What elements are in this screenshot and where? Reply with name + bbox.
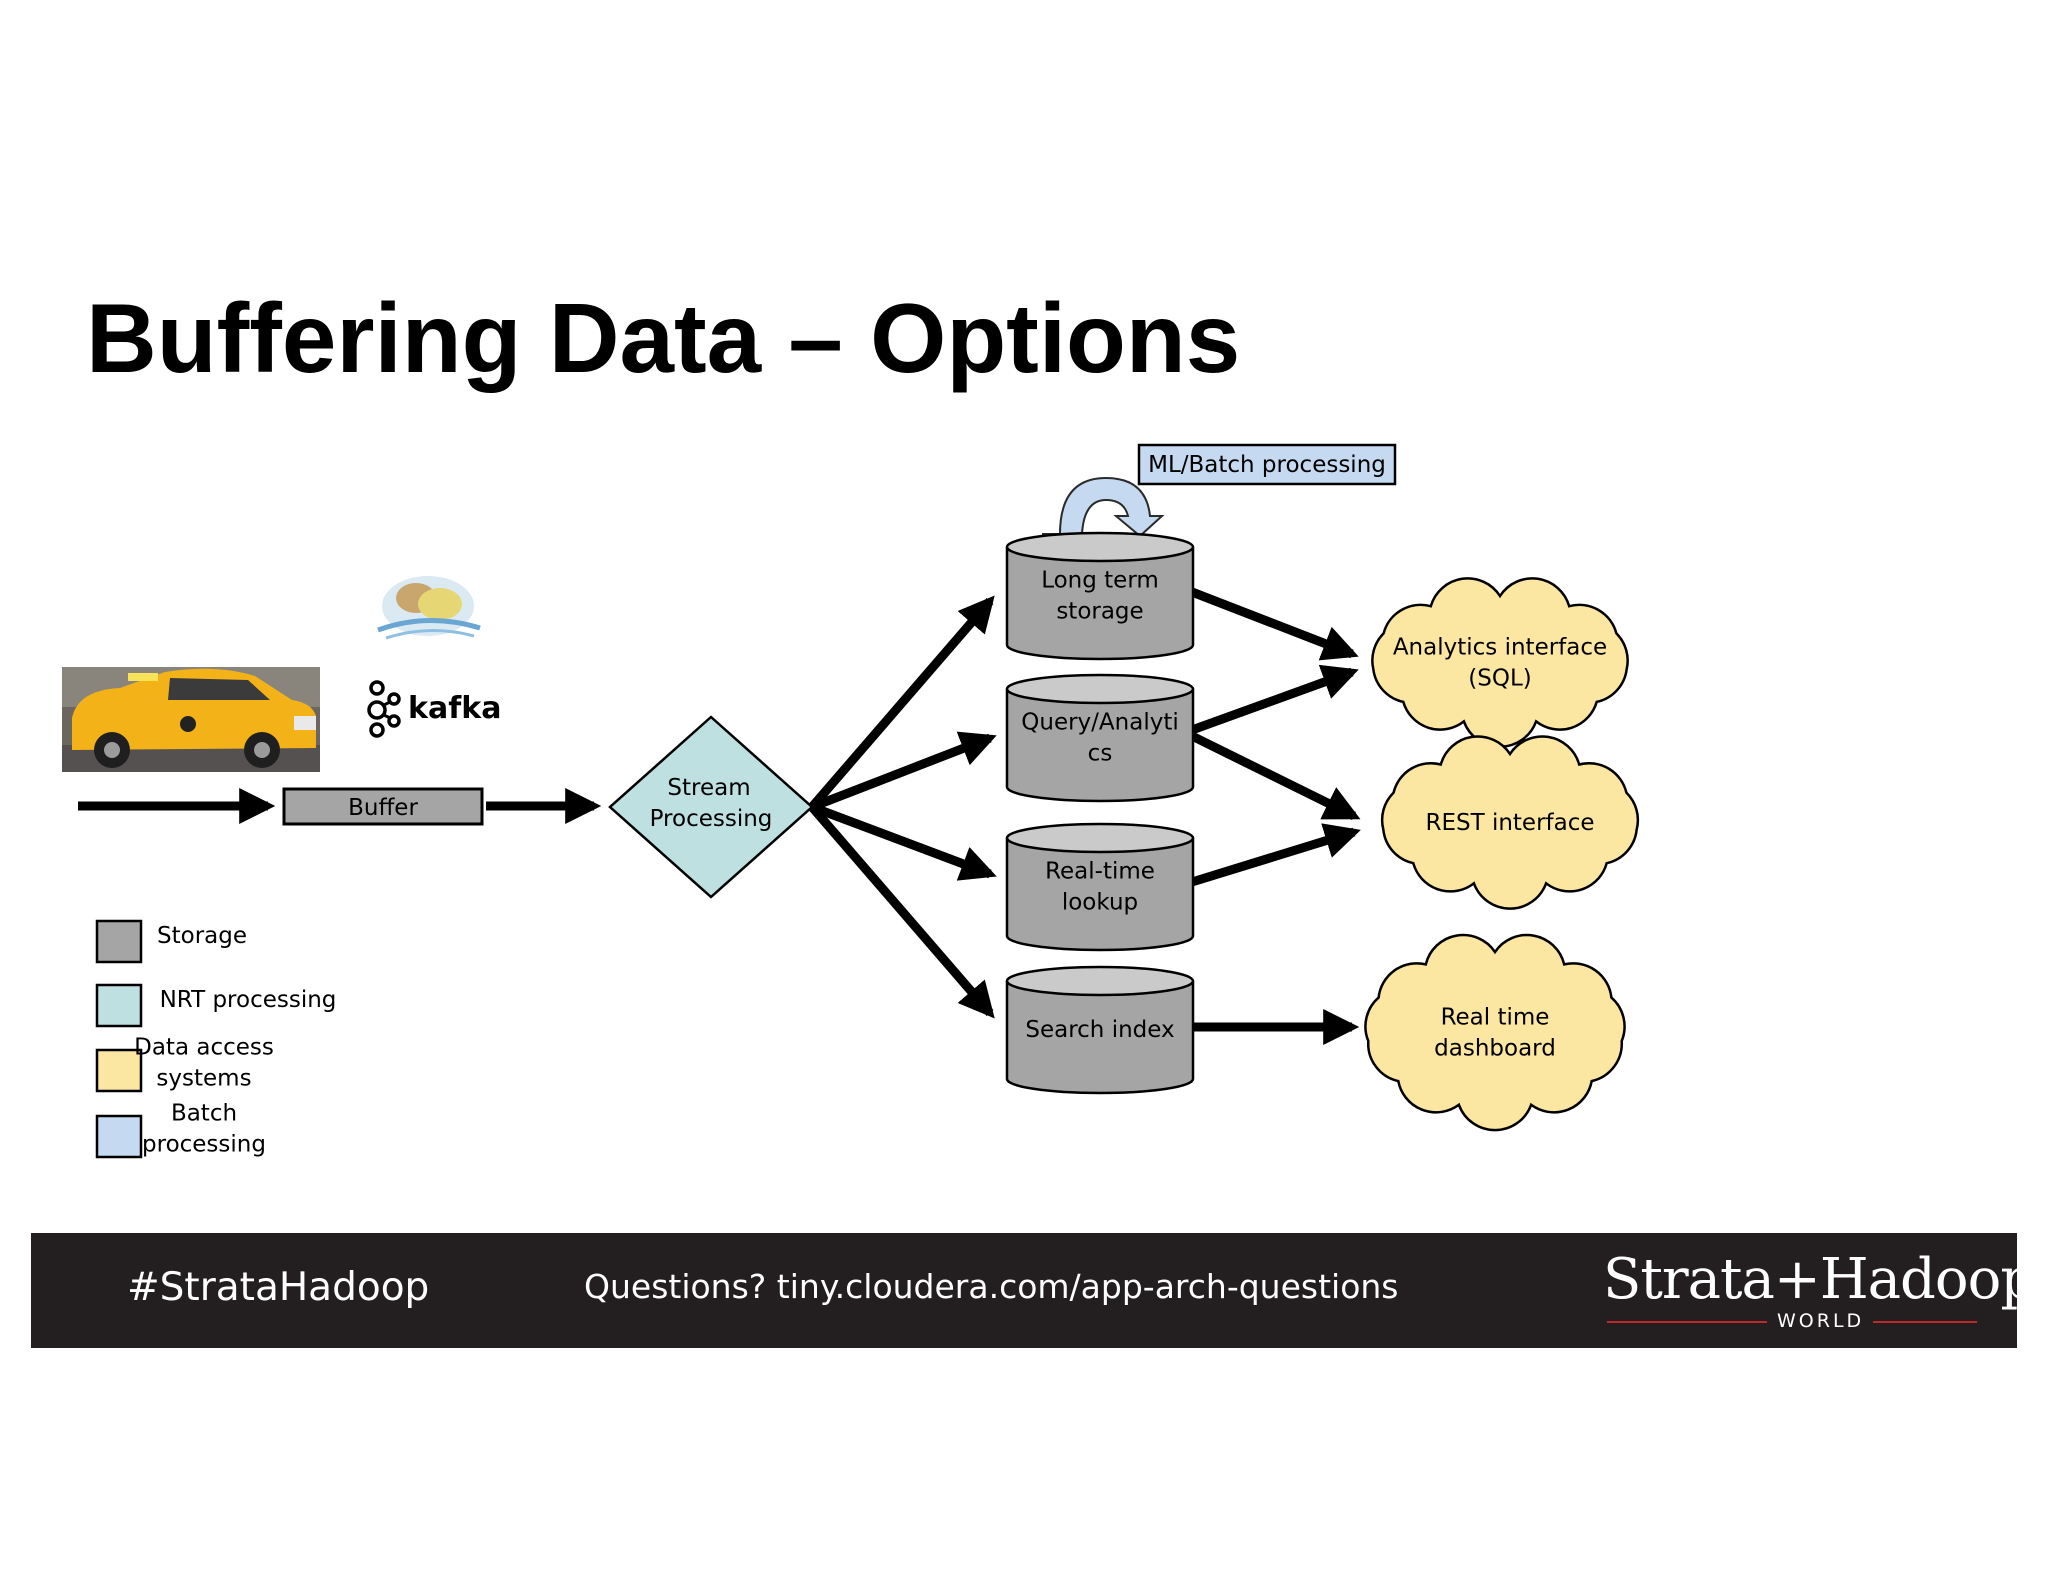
arrow-realtime-rest	[1190, 823, 1361, 887]
ml-batch-box: ML/Batch processing	[1137, 443, 1397, 486]
arrow-stream-longterm	[808, 595, 995, 810]
logo-sub: WORLD	[1777, 1310, 1865, 1332]
long-term-storage-label-line-2: storage	[1056, 599, 1143, 625]
legend-label-nrt-processing-line-1: NRT processing	[160, 987, 337, 1013]
legend-item-nrt-processing: NRT processing	[95, 983, 337, 1028]
legend-swatch-batch-processing	[95, 1114, 143, 1159]
long-term-storage-label-line-1: Long term	[1041, 568, 1159, 594]
legend-label-data-access-systems-line-1: Data access	[134, 1035, 274, 1061]
legend-swatch-data-access-systems	[95, 1048, 143, 1093]
real-time-dashboard-label-line-2: dashboard	[1434, 1036, 1556, 1062]
slide-title: Buffering Data – Options	[86, 283, 1241, 393]
rest-interface-node: REST interface	[1380, 735, 1640, 910]
access-nodes: Analytics interface (SQL) REST interfaceRe…	[1364, 577, 1640, 1132]
search-index-label-line-1: Search index	[1025, 1017, 1174, 1043]
stream-processing-node: Stream Processing	[608, 715, 814, 899]
footer-bar: #StrataHadoop Questions? tiny.cloudera.c…	[31, 1233, 2036, 1348]
legend-item-batch-processing: Batch processing	[95, 1101, 266, 1159]
logo-rule-right	[1873, 1321, 1977, 1323]
arrow-query-rest	[1190, 731, 1361, 821]
legend-label-batch-processing-line-1: Batch	[171, 1101, 237, 1127]
query-analytics-node: Query/Analyti cs	[1005, 673, 1195, 803]
query-analytics-label-line-1: Query/Analyti	[1021, 710, 1178, 736]
arrow-longterm-analytics	[1190, 587, 1359, 661]
legend-label-batch-processing-line-2: processing	[142, 1132, 266, 1158]
logo-text: Strata+Hadoop	[1603, 1247, 2036, 1312]
query-analytics-label-line-2: cs	[1088, 741, 1113, 767]
analytics-interface-node: Analytics interface (SQL)	[1371, 577, 1629, 748]
arrow-stream-query	[810, 731, 997, 812]
real-time-lookup-label-line-1: Real-time	[1045, 859, 1155, 885]
real-time-dashboard-label-line-1: Real time	[1441, 1005, 1550, 1031]
flume-logo-icon	[377, 576, 481, 640]
buffer-box: Buffer	[282, 787, 484, 826]
real-time-lookup-label-line-2: lookup	[1062, 890, 1138, 916]
legend-label-data-access-systems-line-2: systems	[156, 1066, 251, 1092]
logo-rule-left	[1607, 1321, 1767, 1323]
taxi-photo	[62, 667, 320, 772]
strata-hadoop-logo: Strata+Hadoop WORLD	[1603, 1247, 2036, 1337]
buffer-label: Buffer	[348, 795, 418, 821]
footer-questions: Questions? tiny.cloudera.com/app-arch-qu…	[584, 1267, 1399, 1306]
arrow-stream-search	[808, 804, 995, 1019]
ml-batch-label: ML/Batch processing	[1148, 452, 1386, 478]
analytics-interface-label-line-1: Analytics interface	[1393, 635, 1607, 661]
stream-processing-line-2: Processing	[650, 806, 773, 832]
search-index-node: Search index	[1005, 965, 1195, 1095]
arrow-stream-realtime	[810, 802, 997, 881]
stream-processing-line-1: Stream	[667, 775, 750, 801]
legend-label-storage-line-1: Storage	[157, 923, 247, 949]
real-time-lookup-node: Real-time lookup	[1005, 822, 1195, 952]
legend-swatch-nrt-processing	[95, 983, 143, 1028]
legend-item-data-access-systems: Data access systems	[95, 1035, 274, 1093]
rest-interface-label-line-1: REST interface	[1425, 810, 1594, 836]
legend-item-storage: Storage	[95, 919, 247, 964]
long-term-storage-node: Long term storage	[1005, 531, 1195, 661]
legend-swatch-storage	[95, 919, 143, 964]
footer-hashtag: #StrataHadoop	[127, 1265, 430, 1310]
kafka-label: kafka	[408, 691, 501, 726]
ml-batch-arrow	[1042, 476, 1165, 538]
real-time-dashboard-node: Real time dashboard	[1364, 933, 1626, 1132]
arrow-query-analytics	[1190, 664, 1359, 735]
kafka-logo-icon: kafka	[367, 680, 501, 738]
analytics-interface-label-line-2: (SQL)	[1468, 666, 1531, 692]
